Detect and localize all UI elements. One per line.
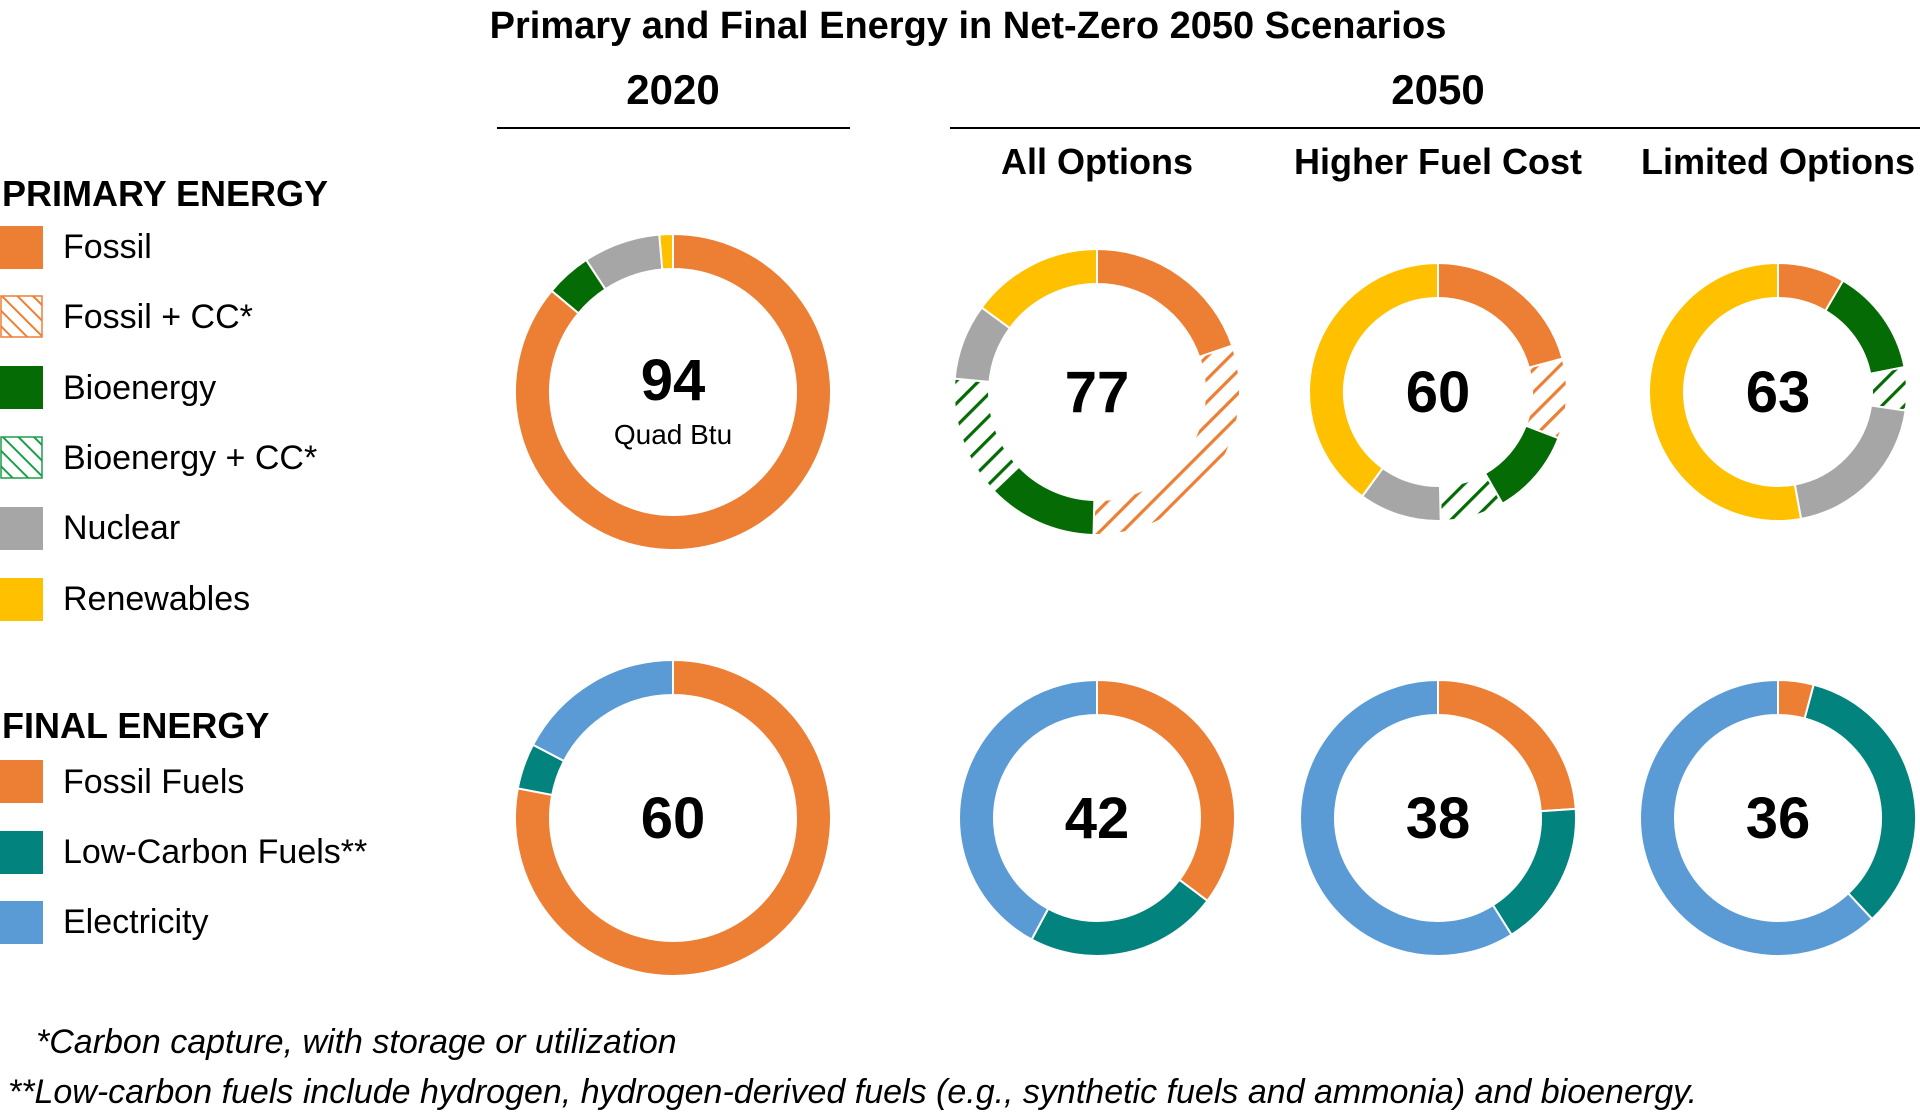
donut-primary-energy-2020-unit-label: Quad Btu xyxy=(614,419,732,450)
donut-primary-energy-2020-slice-fossil xyxy=(514,232,832,551)
legend-label-fossil: Fossil xyxy=(63,228,152,266)
donut-primary-energy-2020-total-label: 94 xyxy=(641,348,706,413)
donut-primary-energy-higher-fuel-cost-slice-renewables xyxy=(1308,261,1439,498)
donut-primary-energy-limited-options-slice-bioenergy-cc xyxy=(1869,365,1908,412)
footnote-low-carbon-fuels: **Low-carbon fuels include hydrogen, hyd… xyxy=(8,1073,1697,1111)
donut-final-energy-2020-slice-fossil-fuels xyxy=(514,658,832,977)
donut-final-energy-limited-options: 36 xyxy=(1639,678,1918,957)
legend-swatch-fossil-cc xyxy=(0,295,43,338)
legend-label-electricity: Electricity xyxy=(63,903,208,941)
donut-final-energy-limited-options-total-label: 36 xyxy=(1746,786,1811,851)
donut-final-energy-all-options-slice-low-carbon-fuels xyxy=(1030,878,1209,957)
donut-final-energy-all-options-total-label: 42 xyxy=(1065,786,1130,851)
donut-primary-energy-all-options-slice-bioenergy-cc xyxy=(953,377,1021,493)
donut-primary-energy-all-options: 77 xyxy=(953,247,1241,536)
donut-final-energy-higher-fuel-cost: 38 xyxy=(1299,678,1578,957)
legend-primary-bioenergy-cc: Bioenergy + CC* xyxy=(0,436,317,479)
legend-swatch-fossil xyxy=(0,226,43,269)
legend-swatch-electricity xyxy=(0,901,43,944)
donut-final-energy-higher-fuel-cost-slice-low-carbon-fuels xyxy=(1491,807,1578,937)
legend-swatch-bioenergy xyxy=(0,366,43,409)
year-header-2050: 2050 xyxy=(1391,66,1484,113)
legend-label-renewables: Renewables xyxy=(63,580,250,618)
donut-final-energy-2020-total-label: 60 xyxy=(641,786,706,851)
donut-primary-energy-all-options-slice-renewables xyxy=(980,247,1098,330)
legend-label-fossil-cc: Fossil + CC* xyxy=(63,298,253,336)
legend-final-fossil-fuels: Fossil Fuels xyxy=(0,760,244,803)
donut-primary-energy-higher-fuel-cost-total-label: 60 xyxy=(1406,360,1471,425)
donut-primary-energy-higher-fuel-cost-slice-fossil xyxy=(1437,261,1564,369)
donut-primary-energy-limited-options-slice-bioenergy xyxy=(1824,279,1906,376)
donut-final-energy-2020: 60 xyxy=(514,658,832,977)
donut-final-energy-all-options: 42 xyxy=(958,678,1236,957)
legend-primary-fossil-cc: Fossil + CC* xyxy=(0,295,253,338)
donut-final-energy-2020-slice-electricity xyxy=(531,658,674,763)
scenario-label-limited-options: Limited Options xyxy=(1641,141,1915,182)
legend-swatch-low-carbon-fuels xyxy=(0,831,43,874)
chart-title: Primary and Final Energy in Net-Zero 205… xyxy=(490,5,1447,47)
footnote-carbon-capture: *Carbon capture, with storage or utiliza… xyxy=(36,1023,677,1061)
legend-swatch-nuclear xyxy=(0,507,43,550)
legend-final-low-carbon-fuels: Low-Carbon Fuels** xyxy=(0,831,367,874)
scenario-label-higher-fuel-cost: Higher Fuel Cost xyxy=(1294,141,1582,182)
legend-swatch-fossil-fuels xyxy=(0,760,43,803)
scenario-label-all-options: All Options xyxy=(1001,141,1193,182)
donut-primary-energy-higher-fuel-cost-slice-fossil-cc xyxy=(1524,357,1568,440)
legend-swatch-renewables xyxy=(0,578,43,621)
legend-primary-bioenergy: Bioenergy xyxy=(0,366,216,409)
legend-label-bioenergy-cc: Bioenergy + CC* xyxy=(63,439,317,477)
legend-label-nuclear: Nuclear xyxy=(63,509,180,547)
donut-final-energy-all-options-slice-fossil-fuels xyxy=(1096,678,1236,903)
legend-label-fossil-fuels: Fossil Fuels xyxy=(63,763,244,801)
donut-final-energy-limited-options-slice-low-carbon-fuels xyxy=(1803,683,1918,921)
donut-primary-energy-limited-options-slice-renewables xyxy=(1648,261,1803,522)
donut-primary-energy-limited-options-total-label: 63 xyxy=(1746,360,1811,425)
legend-swatch-bioenergy-cc xyxy=(0,436,43,479)
legend-final-header: FINAL ENERGY xyxy=(2,705,269,746)
legend-primary-nuclear: Nuclear xyxy=(0,507,180,550)
donut-final-energy-higher-fuel-cost-slice-electricity xyxy=(1299,678,1513,957)
legend-primary-fossil: Fossil xyxy=(0,226,152,269)
year-header-2020: 2020 xyxy=(626,66,719,113)
donut-primary-energy-all-options-total-label: 77 xyxy=(1065,360,1130,425)
donut-primary-energy-higher-fuel-cost: 60 xyxy=(1308,261,1568,522)
donut-final-energy-all-options-slice-electricity xyxy=(958,678,1098,941)
donut-primary-energy-limited-options: 63 xyxy=(1648,261,1908,522)
donut-primary-energy-2020-slice-renewables xyxy=(658,232,674,271)
donut-final-energy-limited-options-slice-electricity xyxy=(1639,678,1874,957)
legend-final-electricity: Electricity xyxy=(0,901,208,944)
legend-primary-renewables: Renewables xyxy=(0,578,250,621)
donut-primary-energy-all-options-slice-fossil xyxy=(1096,247,1234,359)
legend-label-low-carbon-fuels: Low-Carbon Fuels** xyxy=(63,833,367,871)
donut-primary-energy-limited-options-slice-nuclear xyxy=(1793,404,1907,521)
donut-final-energy-higher-fuel-cost-total-label: 38 xyxy=(1406,786,1471,851)
legend-primary-header: PRIMARY ENERGY xyxy=(2,173,328,214)
legend-label-bioenergy: Bioenergy xyxy=(63,369,216,407)
